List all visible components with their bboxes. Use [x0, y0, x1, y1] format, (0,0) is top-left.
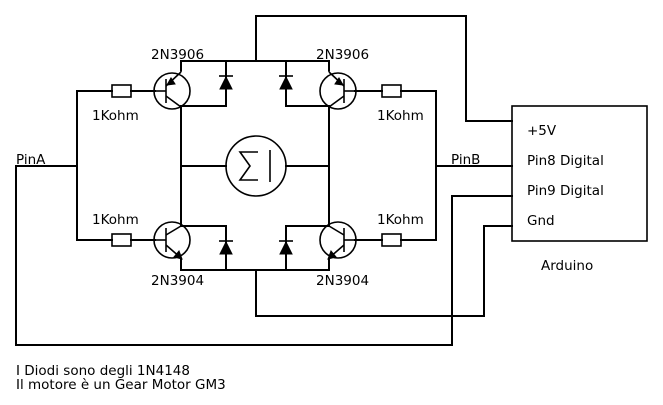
label-transistor-bottom-left: 2N3904: [151, 273, 204, 289]
transistor-top-left: [153, 61, 191, 110]
wire-diode-bl: [180, 225, 227, 271]
transistor-bottom-right: [319, 221, 357, 260]
pnp-arrow-icon: [166, 77, 176, 86]
diode-top-left: [219, 75, 233, 90]
diode-top-right: [279, 75, 293, 90]
diode-bottom-left: [219, 240, 233, 255]
arduino-pin-gnd: Gnd: [527, 213, 555, 229]
npn-arrow-icon: [327, 250, 337, 260]
npn-arrow-icon: [173, 250, 183, 260]
wire-diode-br: [285, 225, 330, 271]
resistor-bottom-right: [381, 233, 402, 247]
label-resistor-bottom-right: 1Kohm: [377, 212, 424, 228]
label-transistor-top-right: 2N3906: [316, 47, 369, 63]
diodes: [219, 75, 293, 255]
arduino-box: [511, 105, 648, 242]
resistor-top-right: [381, 84, 402, 98]
label-transistor-top-left: 2N3906: [151, 47, 204, 63]
arduino-label: Arduino: [541, 258, 593, 274]
resistor-bottom-left: [111, 233, 132, 247]
wires: [15, 15, 513, 346]
label-pin-a: PinA: [16, 152, 46, 168]
arduino-pin-9: Pin9 Digital: [527, 183, 604, 199]
transistor-top-right: [319, 61, 357, 110]
arduino-pin-8: Pin8 Digital: [527, 153, 604, 169]
wire-pina-to-pin9: [15, 165, 513, 346]
label-resistor-top-right: 1Kohm: [377, 108, 424, 124]
resistors: [111, 84, 402, 247]
arduino-pin-5v: +5V: [527, 123, 557, 139]
label-resistor-bottom-left: 1Kohm: [92, 212, 139, 228]
resistor-top-left: [111, 84, 132, 98]
wire-5v: [255, 15, 513, 122]
pnp-arrow-icon: [334, 77, 344, 86]
label-pin-b: PinB: [451, 152, 480, 168]
label-transistor-bottom-right: 2N3904: [316, 273, 369, 289]
motor-symbol-icon: [225, 135, 287, 197]
note-motor: Il motore è un Gear Motor GM3: [16, 377, 226, 393]
label-resistor-top-left: 1Kohm: [92, 108, 139, 124]
transistor-bottom-left: [153, 221, 191, 260]
wire-gnd: [255, 225, 513, 317]
diode-bottom-right: [279, 240, 293, 255]
note-diodes: I Diodi sono degli 1N4148: [16, 363, 190, 379]
